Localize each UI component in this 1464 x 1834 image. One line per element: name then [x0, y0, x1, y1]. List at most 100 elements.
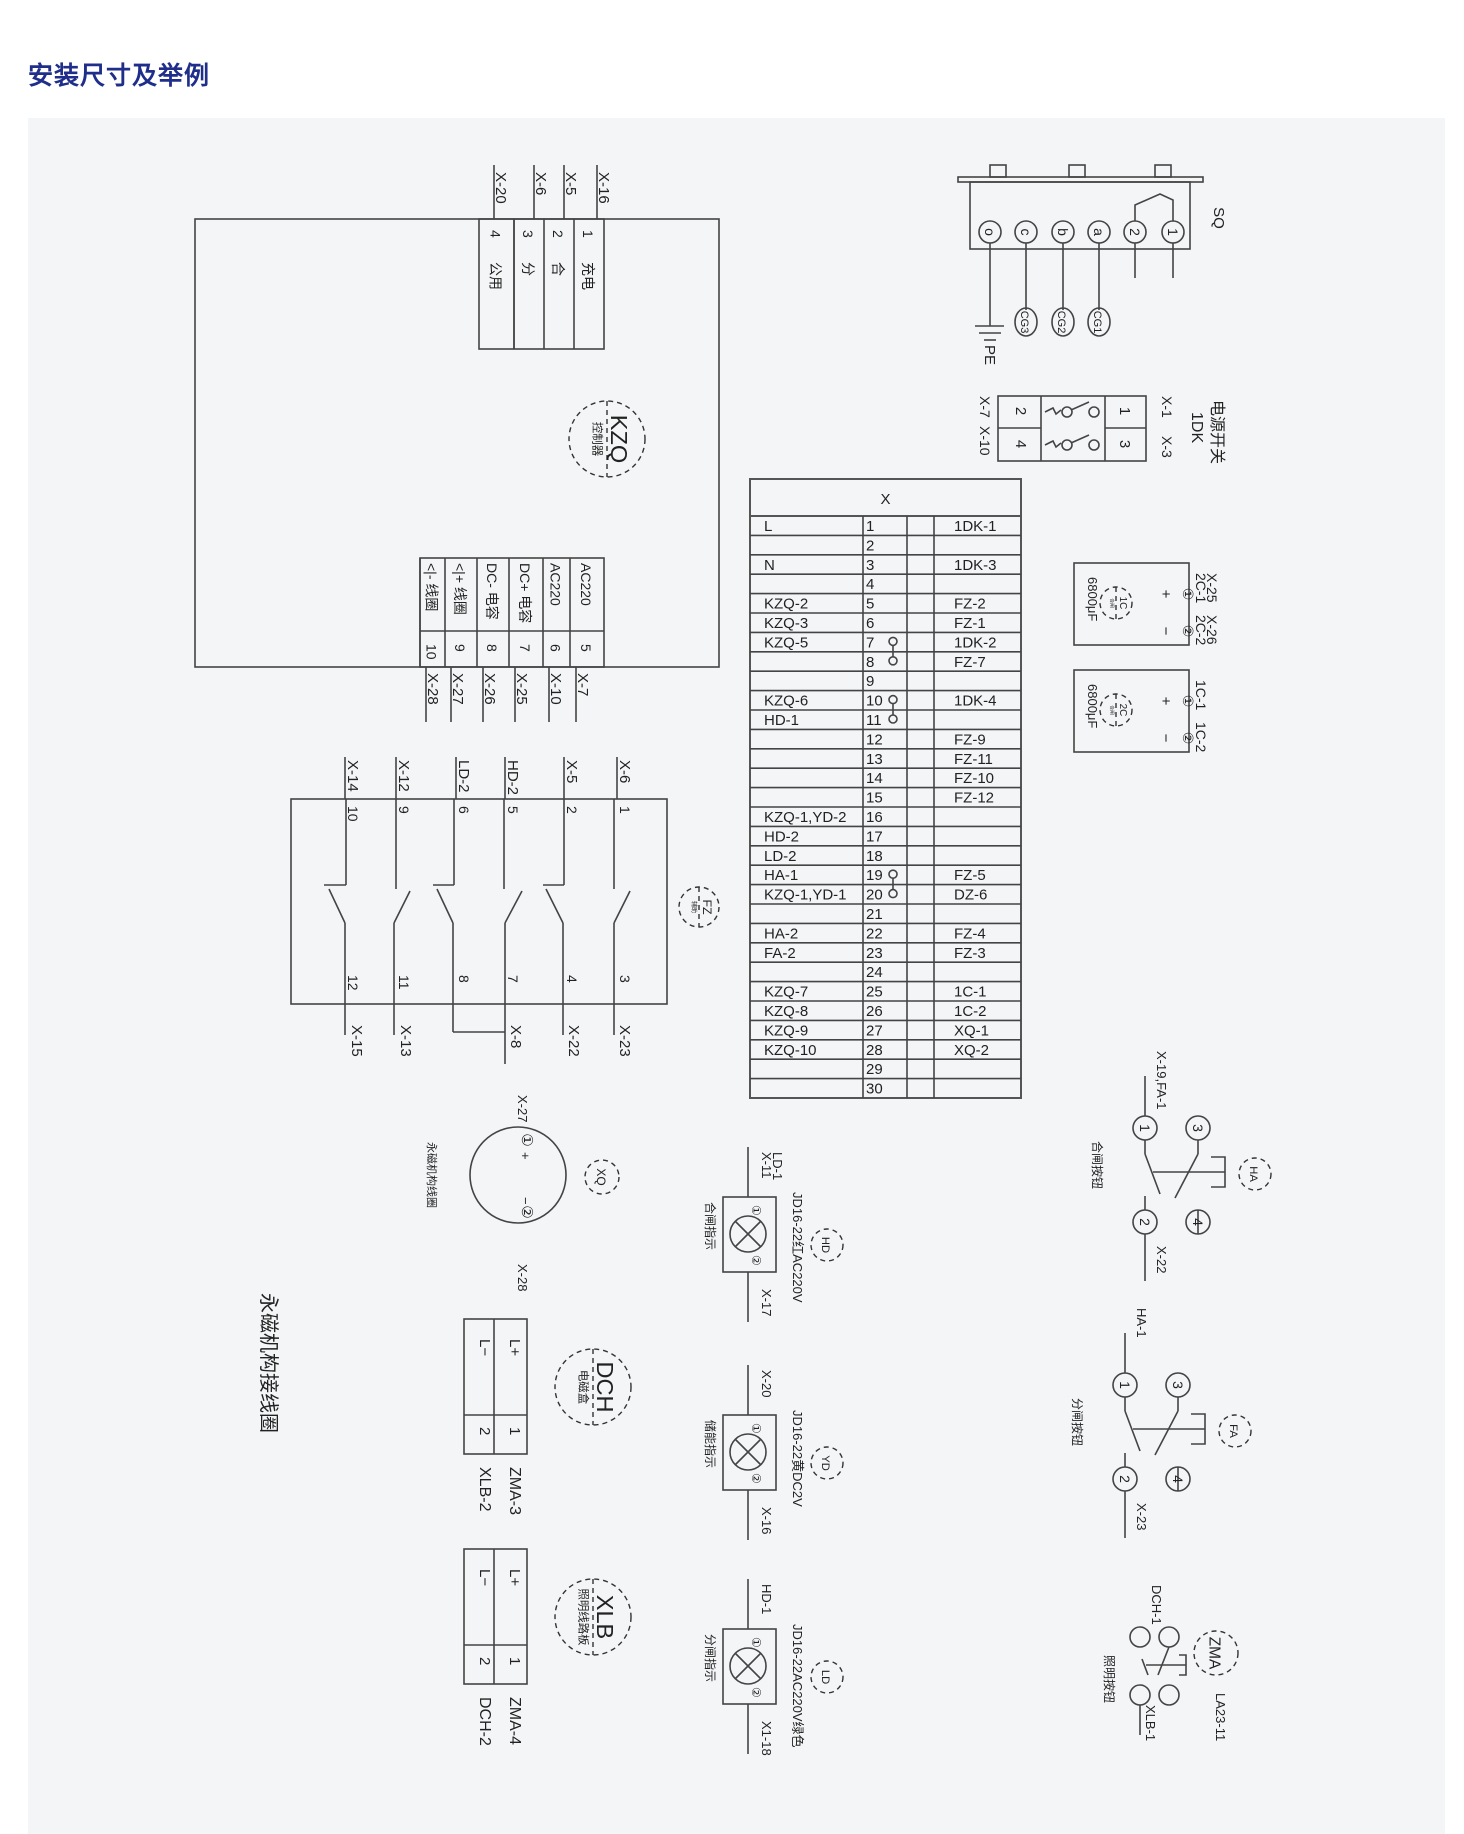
button-terminal-4: [1165, 1466, 1191, 1492]
xlb-box-lplus: L+: [506, 1569, 523, 1586]
kzq-bottom-terminal-number: 8: [484, 644, 500, 652]
xq-tag-ring: [584, 1159, 620, 1195]
table-cell-destination: 1C-1: [954, 984, 987, 1001]
table-cell-terminal: 7: [866, 634, 874, 651]
fz-bottom-wire-label: X-23: [616, 1025, 633, 1057]
lamp-tag: LD: [810, 1660, 844, 1694]
table-cell-destination: XQ-1: [954, 1022, 989, 1039]
sq-contact: [1134, 193, 1174, 221]
fz-top-terminal: 5: [505, 806, 521, 814]
dk-terminal-label: 3: [1116, 440, 1133, 448]
dk-contact-point: [1088, 439, 1100, 451]
xq-wire-label: X-27: [515, 1095, 530, 1122]
capacitor-value: 6800μF: [1085, 577, 1100, 621]
table-cell-terminal: 14: [866, 770, 883, 787]
dk-wire-label: X-1: [1159, 396, 1175, 418]
lamp-terminal-2: ②: [749, 1255, 763, 1266]
button-terminal-label: 4: [1170, 1475, 1186, 1483]
table-cell-source: KZQ-3: [764, 615, 808, 632]
button-tag: HA: [1238, 1157, 1272, 1191]
capacitor-plus: +: [1157, 697, 1174, 706]
fz-tag-tag: FZ: [700, 899, 714, 915]
dk-tag: 1DK: [1188, 412, 1205, 443]
button-tag-ring: [1238, 1157, 1272, 1191]
lamp-cross: [734, 1438, 762, 1466]
kzq-tag-subtitle: 控制器: [591, 422, 605, 457]
table-cell-source: HA-1: [764, 867, 798, 884]
sq-tag: SQ: [1210, 207, 1227, 229]
fz-top-terminal: 1: [617, 806, 633, 814]
sq-body: [969, 181, 1191, 250]
lamp-terminal-2: ②: [749, 1473, 763, 1484]
table-cell-terminal: 13: [866, 751, 883, 768]
sq-cg-terminal: [1014, 307, 1038, 337]
table-cell-terminal: 12: [866, 731, 883, 748]
lamp-model: JD16-22红AC220V: [790, 1192, 805, 1303]
lamp-wire-label: X-16: [759, 1507, 774, 1534]
kzq-bottom-terminal-label: <|- 线圈: [424, 563, 440, 611]
sq-terminal-label: o: [982, 228, 998, 236]
dk-terminal-label: 4: [1012, 440, 1029, 448]
table-row: 9: [750, 670, 1021, 690]
xlb-box-lminus: L−: [476, 1569, 493, 1586]
zma-name: 照明按钮: [1102, 1655, 1117, 1703]
button-actuator-bracket: [1191, 1413, 1206, 1445]
table-cell-destination: 1C-2: [954, 1003, 987, 1020]
kzq-bottom-wire-label: X-7: [574, 673, 591, 696]
fz-top-wire-label: X-5: [563, 760, 580, 783]
table-cell-source: HD-2: [764, 828, 799, 845]
fz-top-terminal: 10: [345, 806, 361, 822]
table-cell-destination: DZ-6: [954, 887, 987, 904]
table-cell-source: KZQ-7: [764, 984, 808, 1001]
jumper-point: [888, 888, 898, 899]
diagram-main-label: 永磁机构接线圈: [257, 1293, 280, 1433]
dch-box-wire-label: ZMA-3: [506, 1467, 523, 1515]
fz-bottom-wire-label: X-8: [507, 1025, 524, 1048]
kzq-top-terminal-number: 1: [580, 230, 596, 238]
jumper-point: [888, 655, 898, 666]
table-cell-terminal: 27: [866, 1022, 883, 1039]
table-cell-destination: 1DK-1: [954, 518, 997, 535]
sq-cg-label: CG2: [1055, 311, 1067, 334]
fz-bottom-terminal: 3: [617, 975, 633, 983]
table-cell-source: KZQ-1,YD-1: [764, 887, 847, 904]
zma-tag: ZMA: [1193, 1630, 1239, 1676]
button-tag-ring: [1218, 1414, 1252, 1448]
dk-contact-blade: [1070, 434, 1090, 444]
kzq-bottom-terminal-label: AC220: [548, 563, 564, 606]
table-cell-terminal: 30: [866, 1081, 883, 1098]
table-cell-destination: FZ-11: [954, 751, 993, 768]
button-blade: [1174, 1153, 1199, 1199]
fz-top-wire-label: X-12: [395, 760, 412, 792]
lamp-wire-label: X-20: [759, 1370, 774, 1397]
fz-bottom-wire-label: X-13: [397, 1025, 414, 1057]
sq-cg-terminal: [1087, 307, 1111, 337]
table-cell-destination: FZ-1: [954, 615, 986, 632]
capacitor-body: [1073, 669, 1190, 753]
dk-contact-blade: [1070, 401, 1090, 411]
page-title: 安装尺寸及举例: [28, 61, 211, 90]
xq-wire-label: X-28: [515, 1264, 530, 1291]
lamp-body: [722, 1414, 777, 1491]
table-cell-terminal: 18: [866, 848, 883, 865]
zma-blade: [1157, 1646, 1170, 1676]
fz-top-wire-label: HD-2: [504, 760, 521, 795]
button-name: 合闸按钮: [1090, 1141, 1105, 1189]
sq-terminal-label: 2: [1127, 228, 1143, 236]
kzq-bottom-terminal-number: 7: [517, 644, 533, 652]
table-cell-terminal: 21: [866, 906, 883, 923]
table-cell-destination: FZ-5: [954, 867, 986, 884]
jumper-point: [888, 636, 898, 647]
table-cell-source: KZQ-6: [764, 693, 808, 710]
